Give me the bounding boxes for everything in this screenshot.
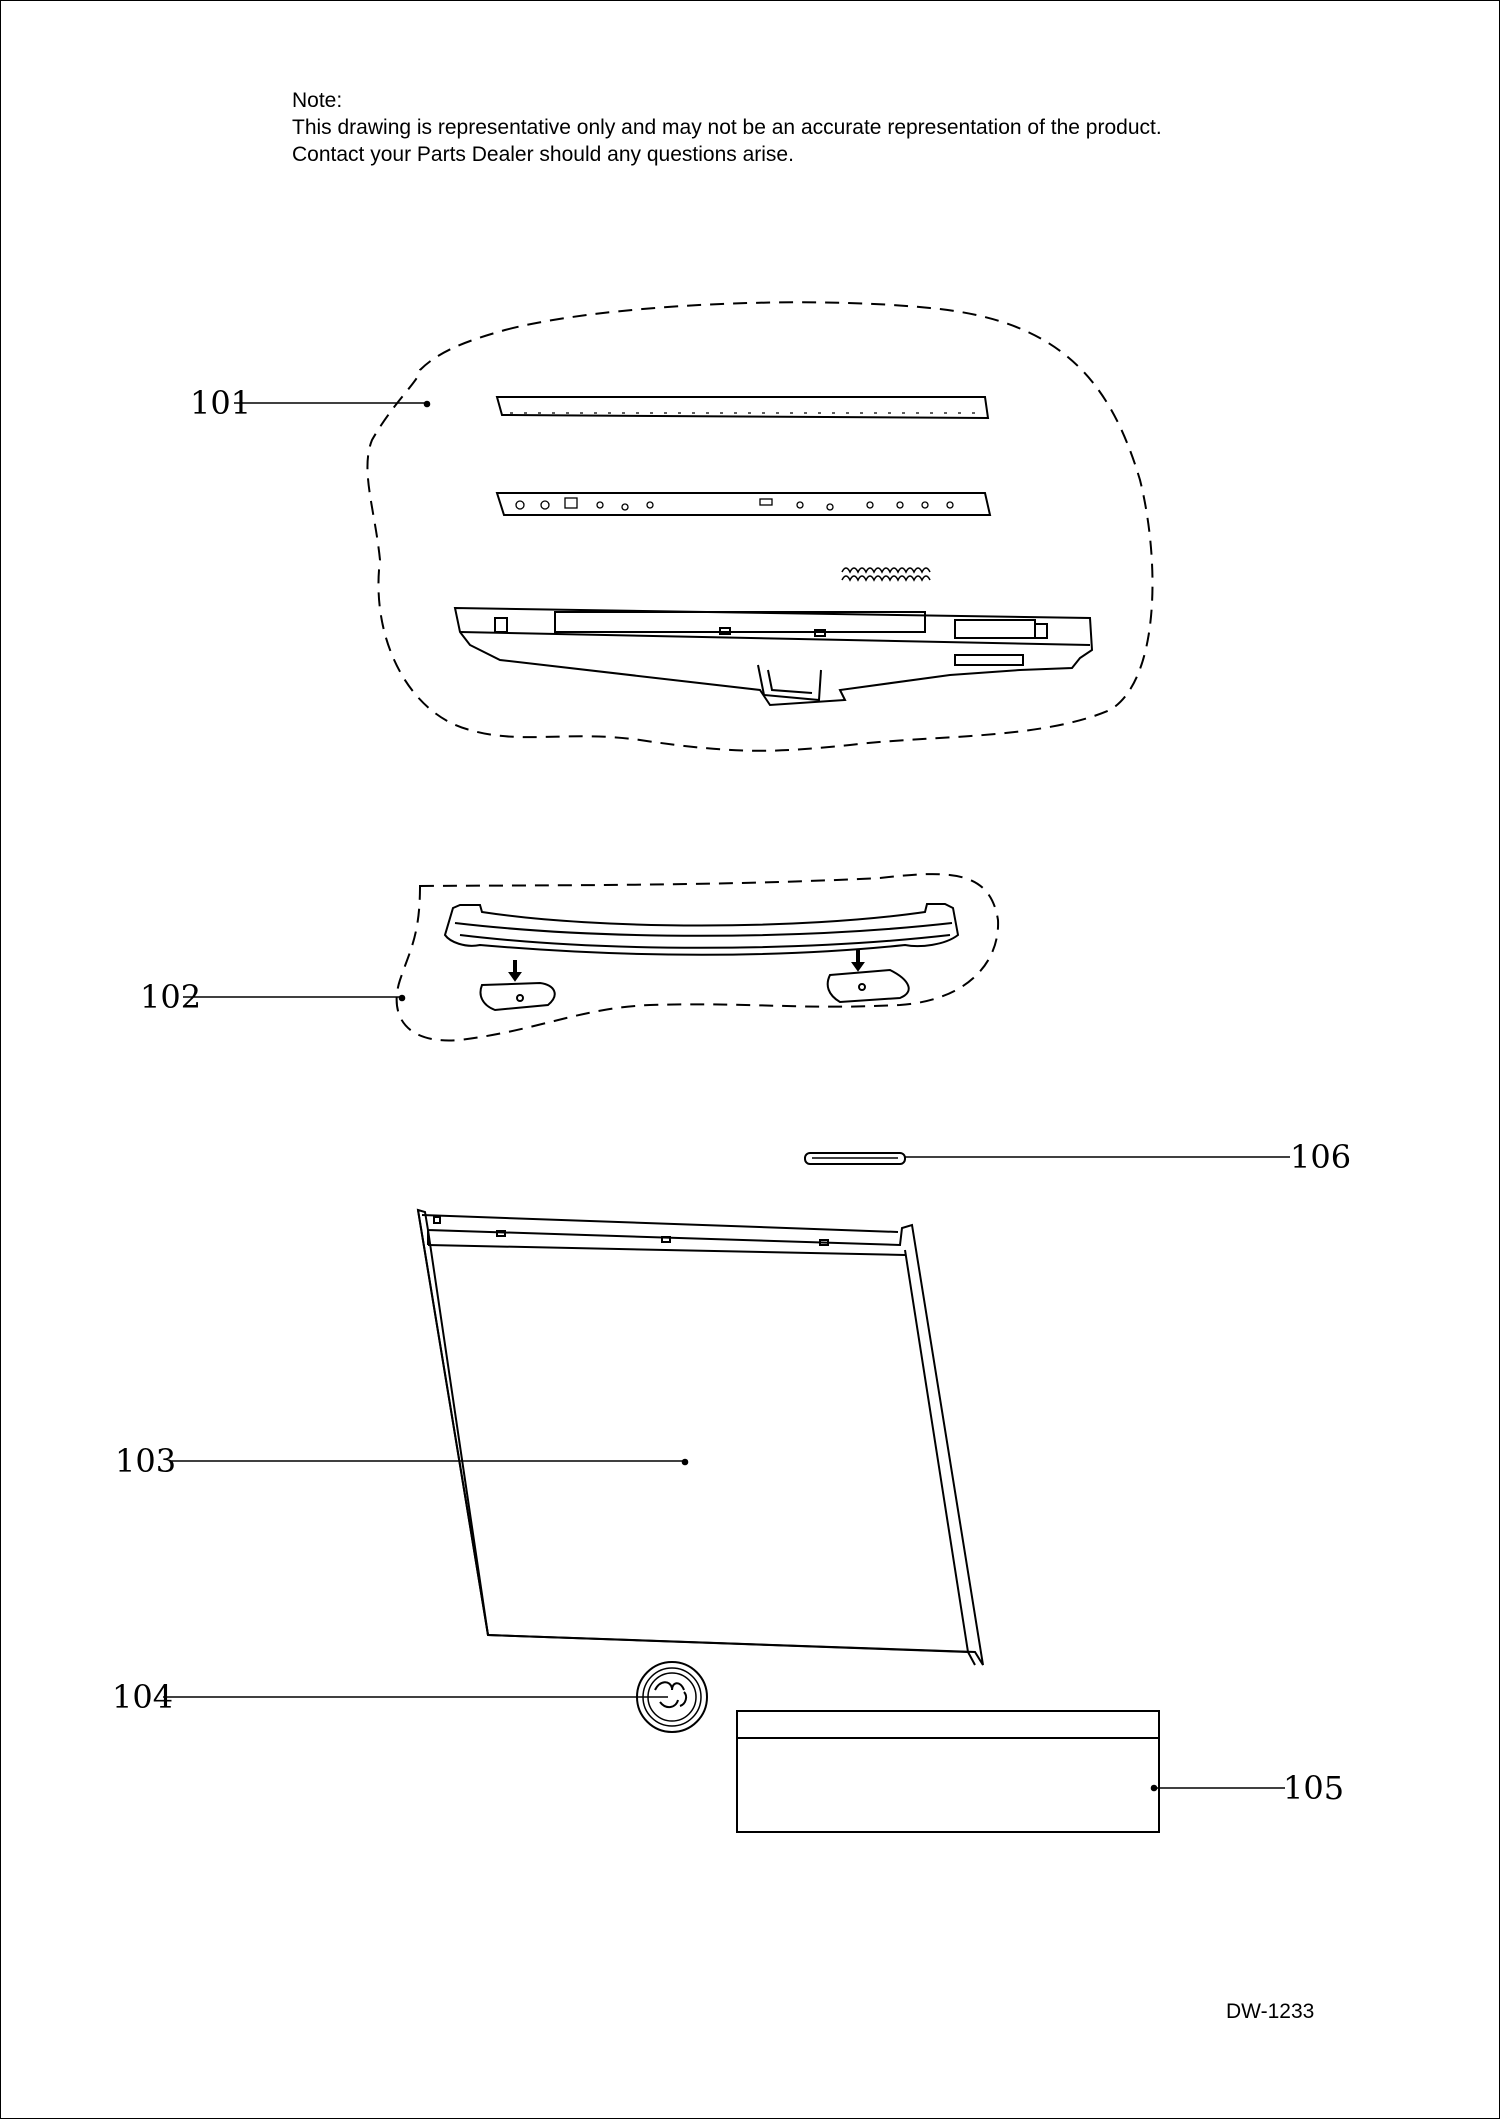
part-102-handle-bar (443, 903, 960, 956)
callout-104: 104 (112, 1678, 173, 1716)
callout-105: 105 (1283, 1769, 1344, 1807)
document-id: DW-1233 (1226, 2000, 1315, 2023)
leader-lines (163, 400, 1290, 1792)
callout-101: 101 (190, 384, 251, 422)
part-101-dashed-boundary (366, 301, 1154, 752)
part-102-dashed-boundary (395, 873, 1000, 1042)
part-102-mounting-bracket-left (479, 960, 556, 1012)
note-heading: Note: (292, 89, 343, 112)
part-101-connector-strip (841, 567, 931, 582)
part-102-mounting-bracket-right (826, 950, 910, 1004)
callout-103: 103 (115, 1442, 176, 1480)
part-103-door-panel (416, 1208, 984, 1666)
note-line-1: This drawing is representative only and … (292, 116, 1162, 139)
part-105-label-plate (736, 1710, 1160, 1833)
part-101-console-housing (453, 606, 1094, 707)
part-101-control-panel-assembly (366, 301, 1154, 752)
part-104-logo-badge (636, 1661, 708, 1733)
callout-106: 106 (1290, 1138, 1351, 1176)
part-102-handle-assembly (395, 873, 1000, 1042)
drawing-note: Note: This drawing is representative onl… (292, 87, 1162, 168)
part-101-circuit-board (495, 492, 992, 516)
note-line-2: Contact your Parts Dealer should any que… (292, 143, 794, 166)
part-101-top-strip (495, 396, 990, 420)
part-106-trim-bar (804, 1152, 906, 1165)
callout-102: 102 (140, 978, 201, 1016)
